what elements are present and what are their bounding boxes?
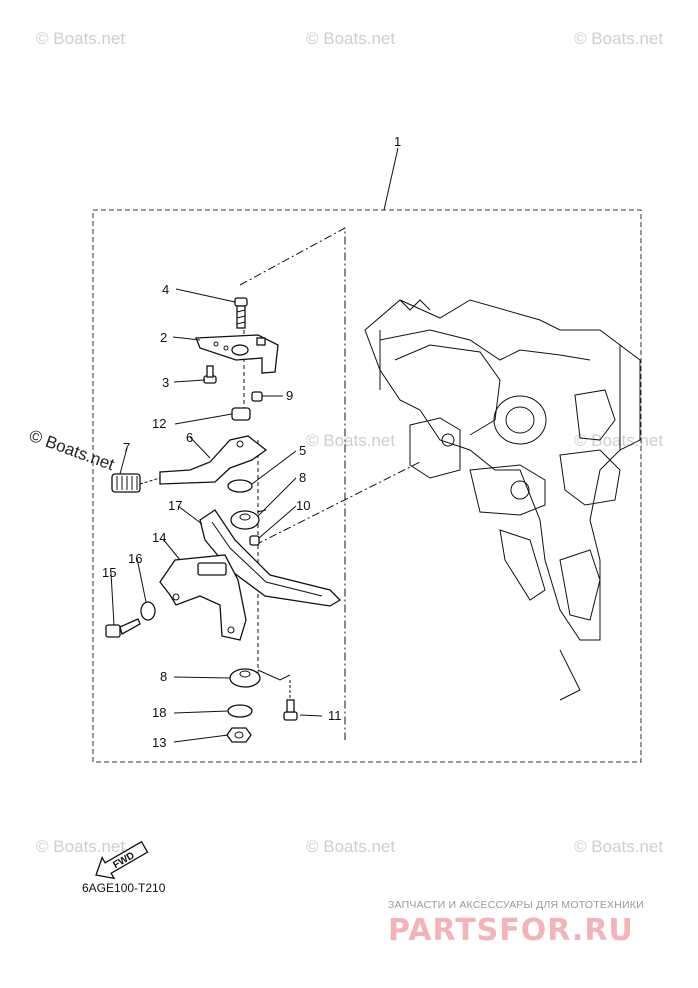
callout-15: 15 — [102, 565, 116, 580]
callout-18: 18 — [152, 705, 166, 720]
assembly-boundary — [92, 209, 642, 763]
footer-tagline: ЗАПЧАСТИ И АКСЕССУАРЫ ДЛЯ МОТОТЕХНИКИ — [388, 899, 644, 911]
part-grommet-7 — [111, 473, 161, 493]
assembly-axis — [243, 330, 259, 680]
callout-8-lower: 8 — [160, 669, 167, 684]
callout-1: 1 — [394, 134, 401, 149]
centerline — [239, 227, 346, 740]
callout-11: 11 — [328, 708, 342, 723]
callout-8-upper: 8 — [299, 470, 306, 485]
callout-16: 16 — [128, 551, 142, 566]
figure-code: 6AGE100-T210 — [82, 881, 166, 895]
callout-14: 14 — [152, 530, 166, 545]
part-nut-10 — [249, 535, 260, 546]
part-plate-2 — [195, 334, 279, 374]
watermark: © Boats.net — [574, 837, 663, 856]
callout-9: 9 — [286, 388, 293, 403]
part-washer-16 — [140, 601, 156, 621]
part-bolt-4 — [234, 297, 248, 329]
watermark-dark: © Boats.net — [27, 426, 117, 474]
part-nut-13 — [226, 727, 252, 743]
watermark: © Boats.net — [306, 29, 395, 48]
bracket-housing — [364, 299, 641, 701]
callout-2: 2 — [160, 330, 167, 345]
part-screw-11 — [283, 680, 298, 721]
callout-6: 6 — [186, 430, 193, 445]
watermark: © Boats.net — [574, 431, 663, 450]
part-washer-5 — [227, 479, 253, 493]
centerline-branch — [254, 461, 421, 546]
callout-13: 13 — [152, 735, 166, 750]
watermark: © Boats.net — [306, 837, 395, 856]
part-screw-3 — [203, 365, 217, 384]
callout-7: 7 — [123, 440, 130, 455]
callout-12: 12 — [152, 416, 166, 431]
callout-5: 5 — [299, 443, 306, 458]
watermark: © Boats.net — [36, 29, 125, 48]
footer-logo: PARTSFOR.RU — [388, 913, 634, 948]
part-collar-8-lower — [229, 668, 291, 688]
callout-17: 17 — [168, 498, 182, 513]
callout-10: 10 — [296, 498, 310, 513]
part-collar-8-upper — [230, 509, 267, 530]
callouts: 1 4 2 3 9 12 6 7 5 8 10 17 14 16 15 8 18… — [102, 134, 401, 750]
callout-4: 4 — [162, 282, 169, 297]
watermark: © Boats.net — [36, 837, 125, 856]
part-washer-18 — [227, 704, 253, 718]
watermark: © Boats.net — [574, 29, 663, 48]
leader-lines — [110, 147, 399, 743]
callout-3: 3 — [162, 375, 169, 390]
part-bracket-14 — [159, 554, 247, 641]
watermark: © Boats.net — [306, 431, 395, 450]
part-nut-9 — [251, 391, 263, 402]
part-washer-12 — [231, 407, 251, 421]
part-bolt-15 — [105, 618, 141, 638]
part-arm-6 — [159, 435, 268, 485]
